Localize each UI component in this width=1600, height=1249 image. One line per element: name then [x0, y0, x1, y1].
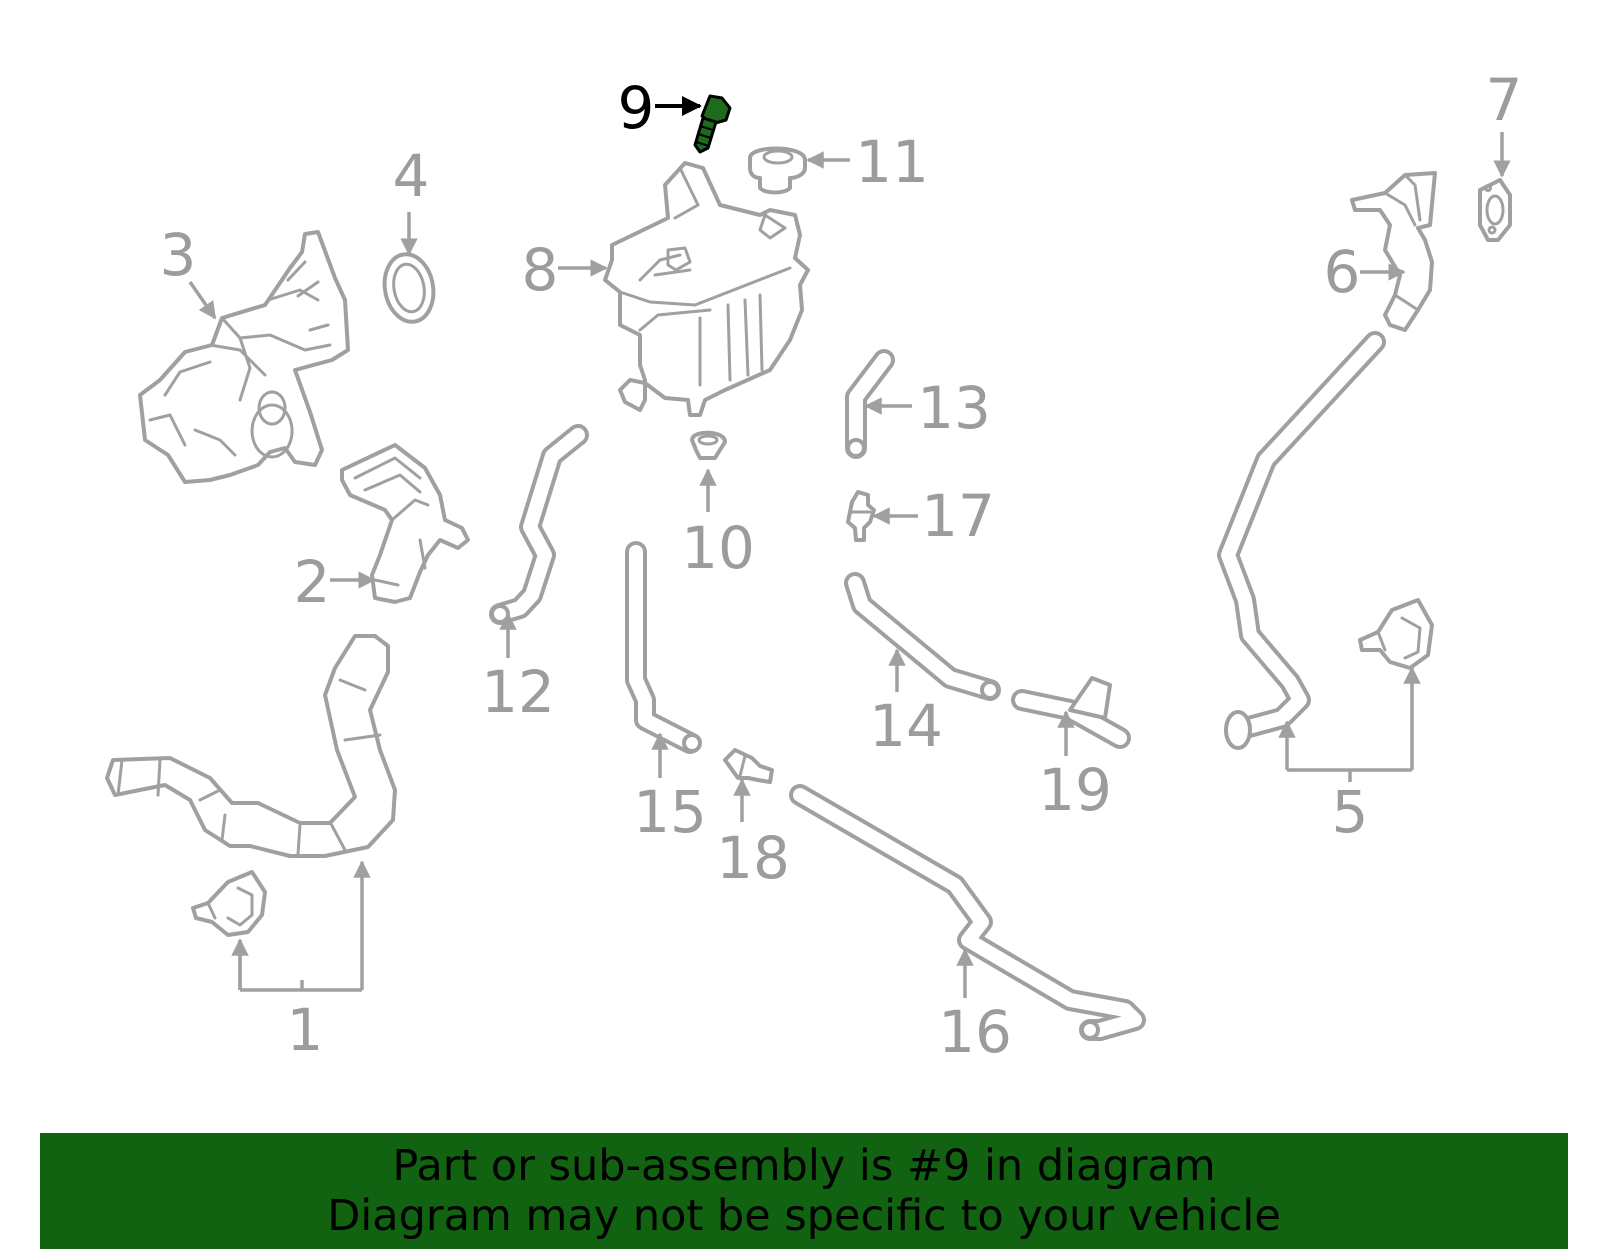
part-7-gasket[interactable] [1478, 178, 1512, 242]
callout-17: 17 [921, 482, 995, 550]
part-1-clamp[interactable] [191, 870, 267, 937]
part-5-clamp[interactable] [1358, 598, 1434, 670]
part-13-hose[interactable] [845, 349, 895, 459]
callout-8: 8 [522, 236, 559, 304]
part-2-outlet[interactable] [340, 443, 470, 604]
callout-14: 14 [869, 692, 943, 760]
part-18-connector[interactable] [723, 748, 774, 784]
part-6-pipe[interactable] [1350, 171, 1437, 332]
part-8-reservoir[interactable] [603, 161, 810, 417]
callout-19: 19 [1038, 756, 1112, 824]
callout-4: 4 [393, 142, 430, 210]
callout-10: 10 [681, 514, 755, 582]
leader-lines [188, 96, 1511, 998]
part-19-fitting[interactable] [1011, 676, 1131, 749]
part-11-cap[interactable] [748, 146, 807, 195]
callout-2: 2 [294, 548, 331, 616]
callout-3: 3 [160, 221, 197, 289]
part-9-bolt[interactable] [693, 94, 732, 154]
part-5-hose[interactable] [1217, 331, 1434, 750]
part-12-hose[interactable] [489, 424, 589, 625]
callout-9: 9 [618, 74, 655, 142]
callout-11: 11 [855, 128, 929, 196]
part-14-hose[interactable] [844, 572, 1001, 701]
banner-line-2: Diagram may not be specific to your vehi… [327, 1191, 1281, 1241]
callout-13: 13 [917, 374, 991, 442]
part-16-hose[interactable] [789, 784, 1146, 1041]
banner-line-1: Part or sub-assembly is #9 in diagram [392, 1141, 1216, 1191]
callout-18: 18 [716, 824, 790, 892]
callout-5: 5 [1332, 778, 1369, 846]
callout-labels: 1 2 3 4 5 6 7 8 9 10 11 12 13 14 15 16 1… [160, 66, 1523, 1066]
callout-15: 15 [633, 778, 707, 846]
part-1-hose[interactable] [105, 634, 397, 937]
part-10-grommet[interactable] [690, 430, 727, 460]
callout-7: 7 [1486, 66, 1523, 134]
callout-6: 6 [1324, 238, 1361, 306]
callout-1: 1 [287, 996, 324, 1064]
callout-12: 12 [481, 658, 555, 726]
callout-16: 16 [938, 998, 1012, 1066]
part-15-hose[interactable] [625, 541, 702, 754]
part-17-connector[interactable] [846, 490, 876, 542]
notice-banner: Part or sub-assembly is #9 in diagram Di… [40, 1133, 1568, 1249]
part-3-housing[interactable] [138, 230, 350, 484]
part-4-o-ring[interactable] [379, 250, 438, 325]
